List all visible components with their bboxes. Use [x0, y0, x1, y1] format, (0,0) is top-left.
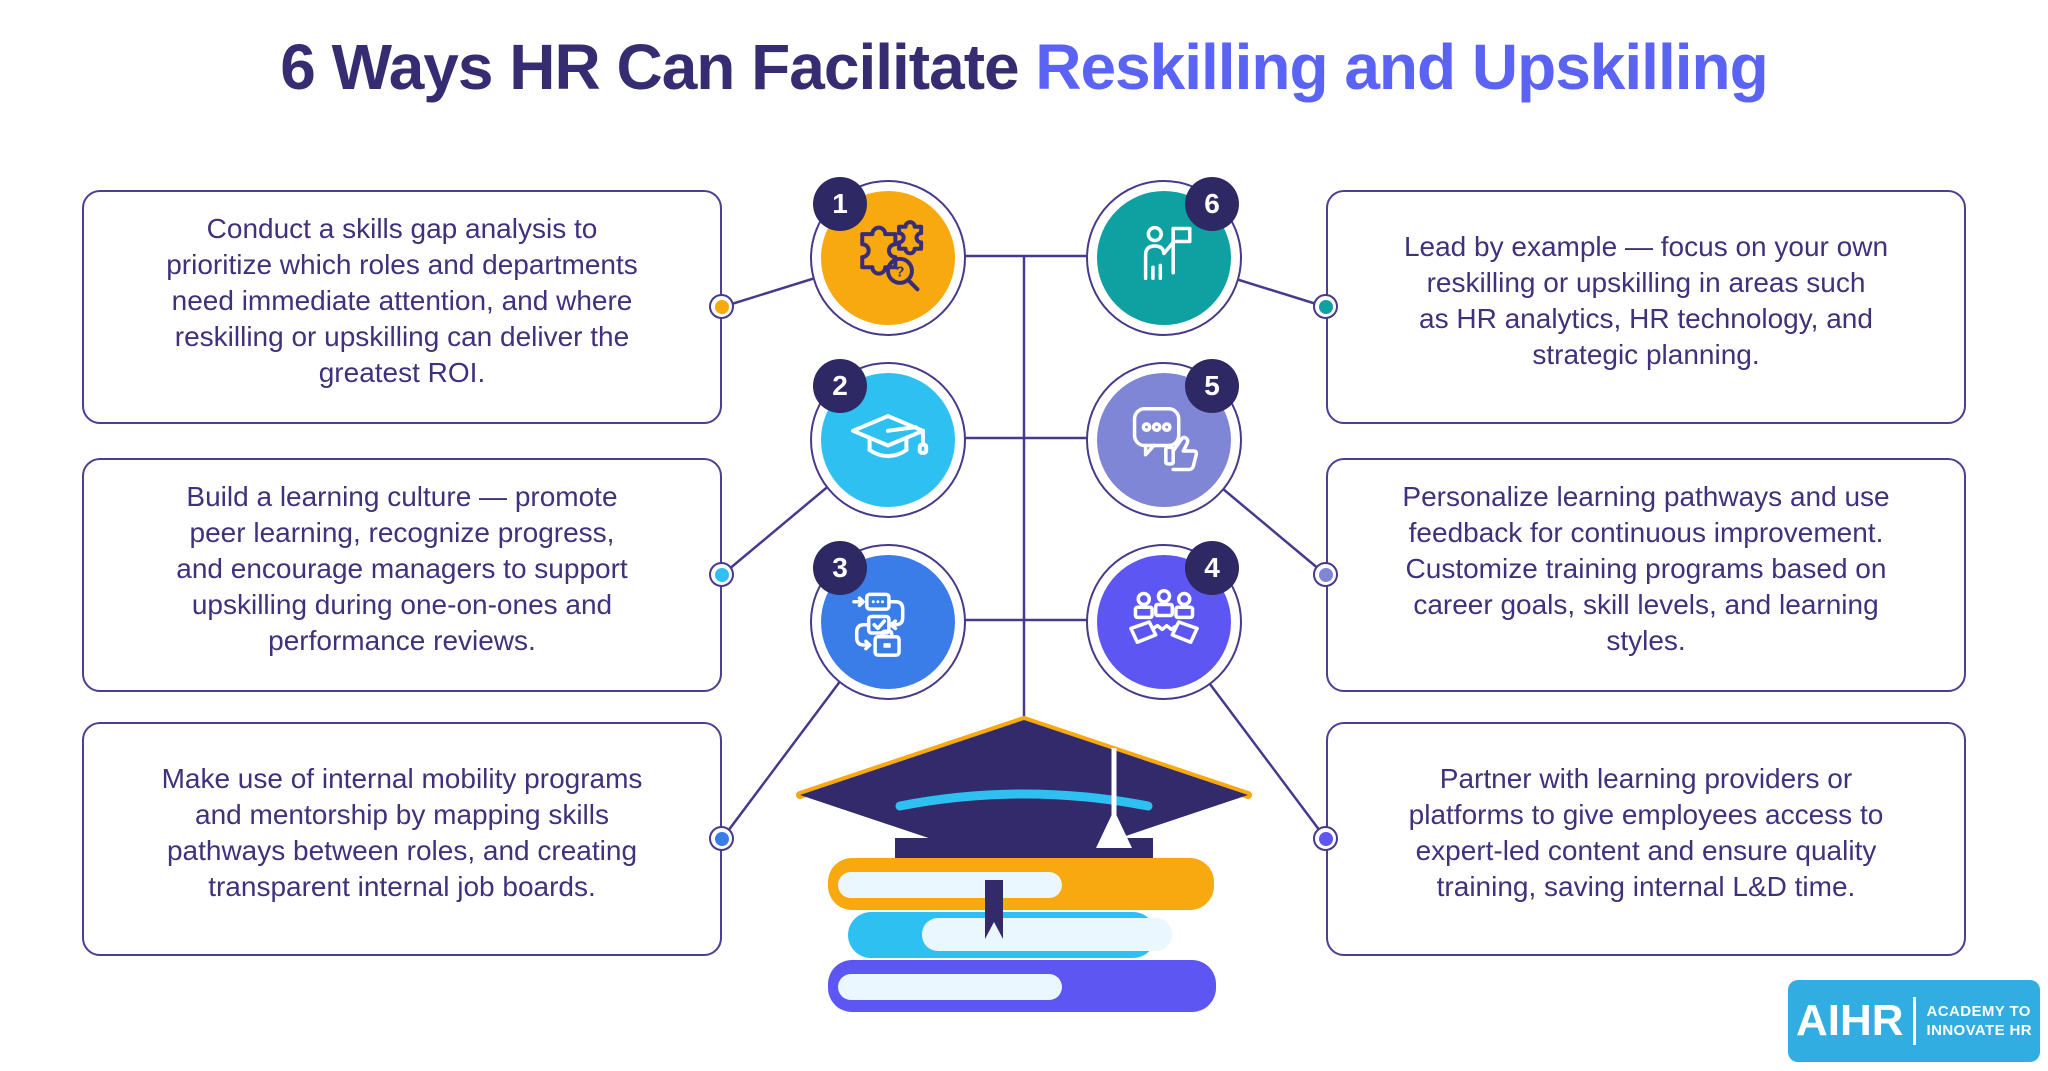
step-circle-6: 6 [1086, 177, 1242, 336]
step-number-badge-5: 5 [1185, 359, 1239, 413]
tip-box-3: Make use of internal mobility programs a… [82, 722, 722, 956]
tip-box-5: Personalize learning pathways and use fe… [1326, 458, 1966, 692]
connector-dot-5 [1313, 562, 1338, 587]
tip-text-2: Build a learning culture — promote peer … [176, 481, 628, 656]
step-number-badge-6: 6 [1185, 177, 1239, 231]
tip-text-6: Lead by example — focus on your own resk… [1403, 231, 1889, 370]
connector-dot-1 [709, 294, 734, 319]
graduation-books-illustration [796, 716, 1252, 1012]
step-number-4: 4 [1204, 552, 1220, 583]
step-circle-5: 5 [1086, 359, 1242, 518]
step-number-5: 5 [1204, 370, 1220, 401]
connector-dot-2 [709, 562, 734, 587]
aihr-logo: AIHR ACADEMY TO INNOVATE HR [1788, 980, 2040, 1062]
tip-text-4: Partner with learning providers or platf… [1408, 763, 1884, 902]
tip-box-1: Conduct a skills gap analysis to priorit… [82, 190, 722, 424]
dot-core-2 [714, 567, 729, 582]
step-number-3: 3 [832, 552, 848, 583]
svg-text:?: ? [895, 264, 904, 280]
connector-dot-4 [1313, 826, 1338, 851]
tip-box-6: Lead by example — focus on your own resk… [1326, 190, 1966, 424]
step-number-badge-4: 4 [1185, 541, 1239, 595]
tip-text-1: Conduct a skills gap analysis to priorit… [166, 213, 638, 388]
step-number-badge-3: 3 [813, 541, 867, 595]
connector-dot-6 [1313, 294, 1338, 319]
dot-core-6 [1318, 299, 1333, 314]
step-number-2: 2 [832, 370, 848, 401]
tip-box-4: Partner with learning providers or platf… [1326, 722, 1966, 956]
aihr-tagline-line1: ACADEMY TO [1926, 1003, 2031, 1020]
step-number-badge-1: 1 [813, 177, 867, 231]
tip-text-3: Make use of internal mobility programs a… [161, 763, 643, 902]
step-number-badge-2: 2 [813, 359, 867, 413]
step-circle-1: ? 1 [810, 177, 966, 336]
aihr-tagline-line2: INNOVATE HR [1926, 1022, 2033, 1039]
title-dark-part: 6 Ways HR Can Facilitate [280, 31, 1019, 103]
step-number-1: 1 [832, 188, 848, 219]
dot-core-5 [1318, 567, 1333, 582]
connector-dot-3 [709, 826, 734, 851]
dot-core-3 [714, 831, 729, 846]
step-circle-3: 3 [810, 541, 966, 700]
aihr-logo-tagline: ACADEMY TO INNOVATE HR [1927, 1002, 2033, 1040]
aihr-logo-divider [1912, 997, 1916, 1045]
dot-core-1 [714, 299, 729, 314]
tip-box-2: Build a learning culture — promote peer … [82, 458, 722, 692]
step-number-6: 6 [1204, 188, 1220, 219]
step-circle-2: 2 [810, 359, 966, 518]
dot-core-4 [1318, 831, 1333, 846]
aihr-logo-brand: AIHR [1795, 996, 1904, 1045]
tip-text-5: Personalize learning pathways and use fe… [1402, 481, 1890, 656]
step-circle-4: 4 [1086, 541, 1242, 700]
title-accent-part: Reskilling and Upskilling [1035, 31, 1768, 103]
